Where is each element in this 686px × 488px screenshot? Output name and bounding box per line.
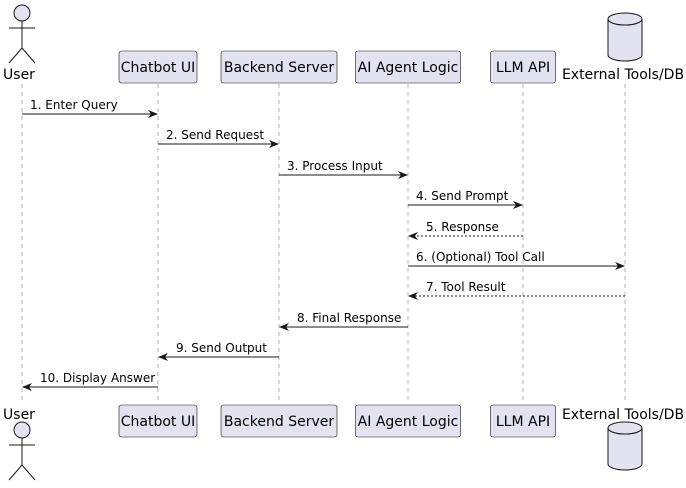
message-5: 5. Response	[408, 220, 523, 240]
participant-backend-server-top: Backend Server	[220, 50, 338, 84]
participant-label: AI Agent Logic	[358, 60, 459, 76]
actor-icon	[8, 421, 36, 481]
message-label: 4. Send Prompt	[416, 189, 509, 203]
message-label: 6. (Optional) Tool Call	[416, 250, 545, 264]
message-label: 5. Response	[426, 220, 499, 234]
participant-llm-api-top: LLM API	[490, 50, 556, 84]
message-label: 1. Enter Query	[30, 98, 118, 112]
message-label: 7. Tool Result	[426, 280, 506, 294]
participant-label: User	[3, 407, 35, 423]
database-icon	[607, 421, 643, 471]
participant-box	[220, 50, 338, 84]
participant-chatbot-ui-bottom: Chatbot UI	[118, 404, 198, 438]
message-3: 3. Process Input	[279, 159, 408, 179]
participant-label: External Tools/DB	[562, 67, 684, 83]
participant-external-tools-db-top: External Tools/DB	[562, 12, 684, 83]
participant-label: LLM API	[496, 60, 550, 76]
participant-user-bottom: User	[3, 407, 36, 481]
participant-chatbot-ui-top: Chatbot UI	[118, 50, 198, 84]
participant-box	[118, 404, 198, 438]
participant-label: Chatbot UI	[121, 60, 195, 76]
message-label: 2. Send Request	[166, 128, 264, 142]
actor-icon	[8, 4, 36, 64]
participant-label: User	[3, 67, 35, 83]
participant-label: Chatbot UI	[121, 414, 195, 430]
message-label: 9. Send Output	[176, 341, 267, 355]
participant-box	[355, 50, 461, 84]
participant-label: External Tools/DB	[562, 407, 684, 423]
participant-label: AI Agent Logic	[358, 414, 459, 430]
message-8: 8. Final Response	[279, 311, 408, 331]
participant-label: Backend Server	[224, 414, 334, 430]
participant-box	[490, 50, 556, 84]
participant-box	[355, 404, 461, 438]
participant-external-tools-db-bottom: External Tools/DB	[562, 407, 684, 471]
participant-box	[490, 404, 556, 438]
message-2: 2. Send Request	[158, 128, 279, 148]
participant-backend-server-bottom: Backend Server	[220, 404, 338, 438]
participant-label: Backend Server	[224, 60, 334, 76]
participant-label: LLM API	[496, 414, 550, 430]
participant-ai-agent-logic-top: AI Agent Logic	[355, 50, 461, 84]
message-label: 8. Final Response	[297, 311, 401, 325]
message-6: 6. (Optional) Tool Call	[408, 250, 625, 270]
participant-llm-api-bottom: LLM API	[490, 404, 556, 438]
message-4: 4. Send Prompt	[408, 189, 523, 209]
database-icon	[607, 12, 643, 62]
message-label: 3. Process Input	[287, 159, 383, 173]
message-1: 1. Enter Query	[22, 98, 158, 118]
message-label: 10. Display Answer	[40, 371, 155, 385]
message-7: 7. Tool Result	[408, 280, 625, 300]
participant-user-top: User	[3, 4, 36, 83]
message-10: 10. Display Answer	[22, 371, 158, 391]
participant-box	[220, 404, 338, 438]
participant-ai-agent-logic-bottom: AI Agent Logic	[355, 404, 461, 438]
message-9: 9. Send Output	[158, 341, 279, 361]
participant-box	[118, 50, 198, 84]
